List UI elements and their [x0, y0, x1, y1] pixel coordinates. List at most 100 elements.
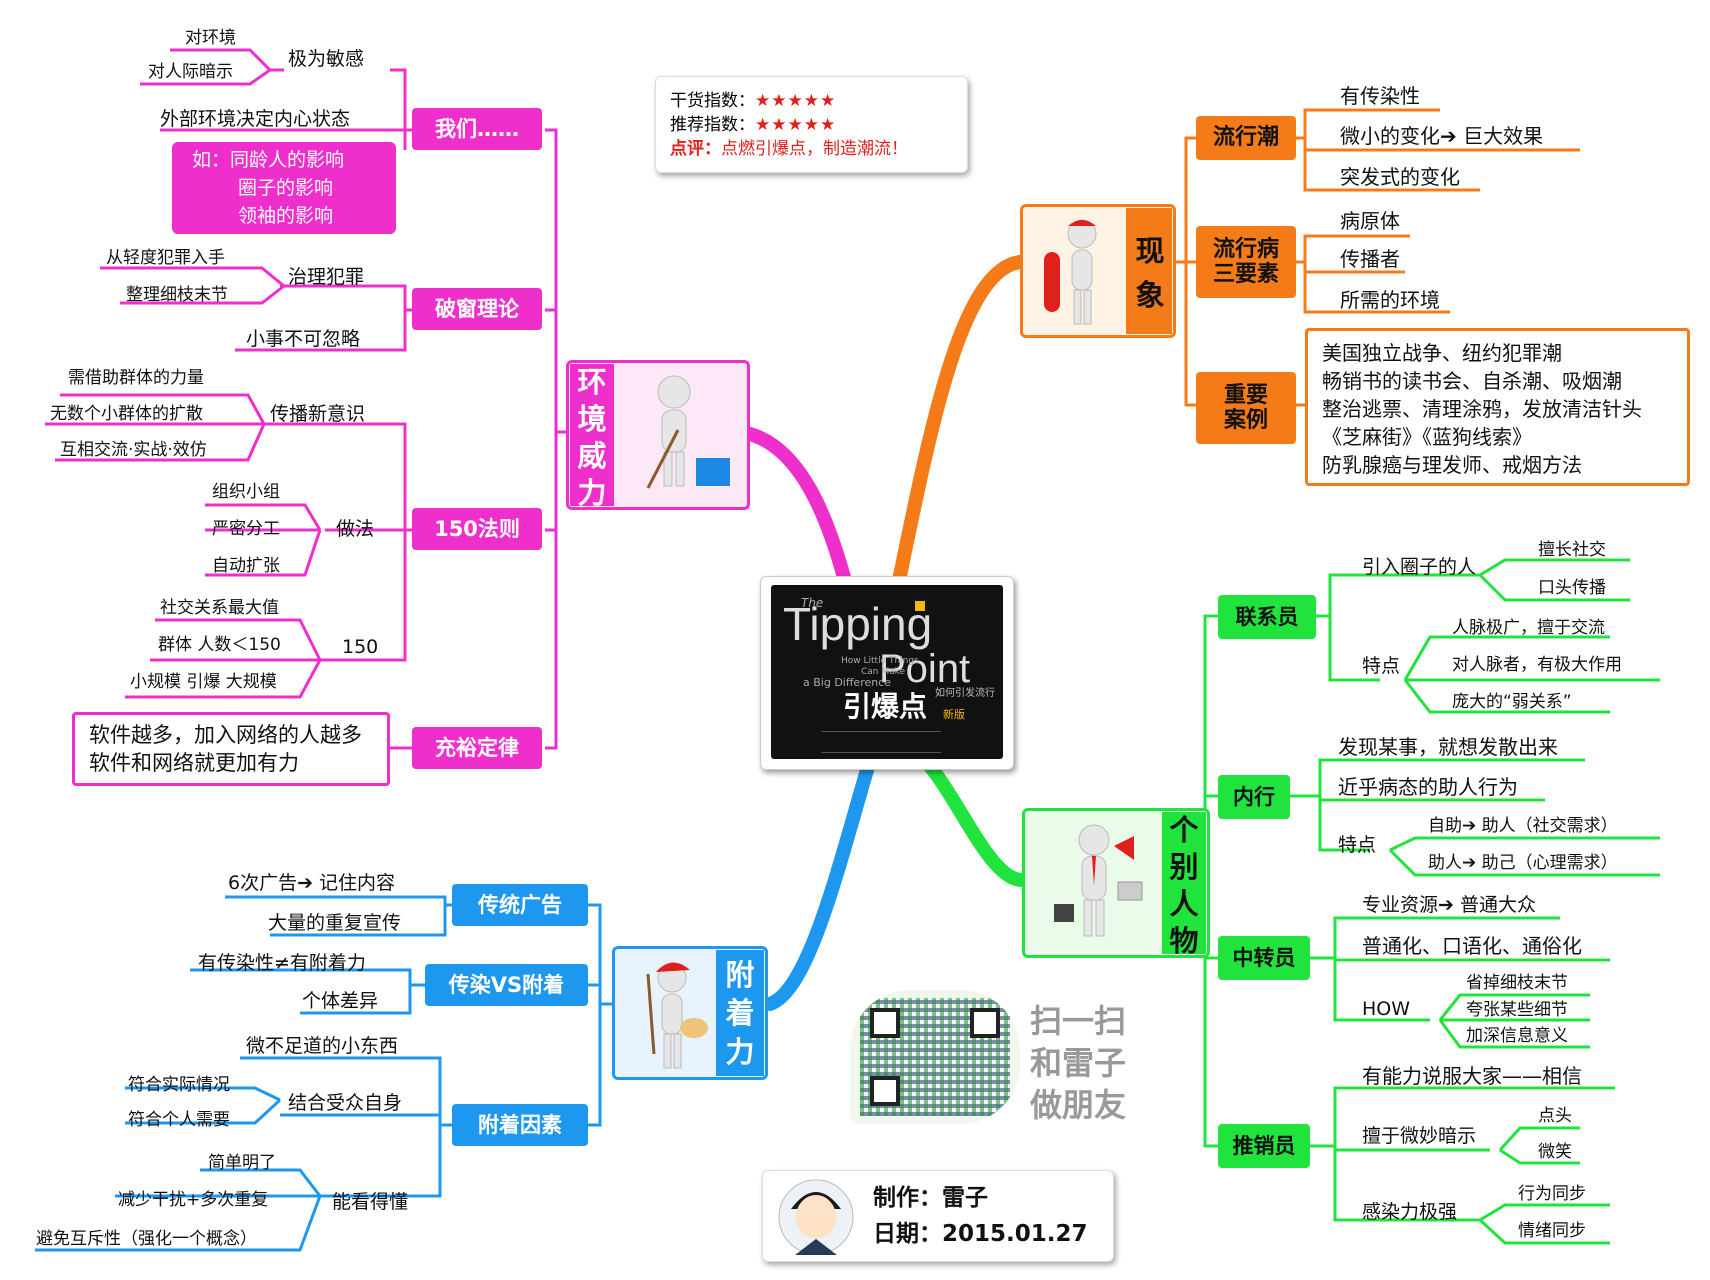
- node-relay[interactable]: 中转员: [1218, 936, 1310, 980]
- leaf-contagious: 有传染性: [1340, 84, 1420, 108]
- leaf-150: 150: [342, 636, 379, 658]
- node-salesman[interactable]: 推销员: [1218, 1124, 1310, 1168]
- node-contagion-vs-sticky[interactable]: 传染VS附着: [425, 964, 588, 1006]
- book-the: The: [801, 596, 824, 610]
- rating-box: 干货指数：★★★★★ 推荐指数：★★★★★ 点评：点燃引爆点，制造潮流！: [655, 76, 968, 173]
- qr-finder-1: [870, 1008, 900, 1038]
- center-book-cover: The Tipping Point How Little Things Can …: [760, 576, 1014, 770]
- note-cases: 美国独立战争、纽约犯罪潮 畅销书的读书会、自杀潮、吸烟潮 整治逃票、清理涂鸦，发…: [1305, 328, 1690, 486]
- leaf-spreader: 传播者: [1340, 247, 1400, 271]
- leaf-method: 做法: [336, 518, 375, 540]
- leaf-trim: 省掉细枝末节: [1466, 973, 1568, 993]
- leaf-pathogen: 病原体: [1340, 209, 1400, 233]
- leaf-smile: 微笑: [1538, 1142, 1572, 1162]
- leaf-six-ads: 6次广告➔ 记住内容: [228, 872, 396, 894]
- leaf-weak-ties: 庞大的“弱关系”: [1452, 692, 1572, 712]
- book-tagline-3: a Big Difference: [803, 676, 892, 689]
- book-cn-subtitle: 如何引发流行: [935, 688, 995, 699]
- node-cases[interactable]: 重要案例: [1196, 372, 1296, 444]
- book-cn-title: 引爆点: [843, 690, 928, 723]
- book-edition: 新版: [943, 708, 965, 721]
- person-label-strip: [1162, 812, 1206, 954]
- leaf-details: 整理细枝末节: [126, 285, 228, 305]
- branch-env: [733, 425, 857, 607]
- leaf-resources: 专业资源➔ 普通大众: [1362, 894, 1536, 916]
- leaf-group-power: 需借助群体的力量: [68, 368, 204, 388]
- env-label-strip: [570, 364, 614, 506]
- dot-accent: [915, 601, 925, 611]
- leaf-interact: 互相交流·实战·效仿: [60, 440, 207, 460]
- leaf-one-concept: 避免互斥性（强化一个概念）: [36, 1229, 257, 1249]
- rating-line-1: 干货指数：★★★★★: [670, 91, 837, 111]
- leaf-group-size: 群体 人数＜150: [158, 635, 281, 655]
- leaf-effect: 对人脉者，有极大作用: [1452, 655, 1622, 675]
- qr-code[interactable]: [850, 990, 1020, 1124]
- phen-label-strip: [1126, 208, 1172, 334]
- leaf-reality: 符合实际情况: [128, 1075, 230, 1095]
- leaf-to-hints: 对人际暗示: [148, 62, 233, 82]
- person-main-label: 个别人物: [1169, 813, 1199, 959]
- leaf-small-matters: 小事不可忽略: [246, 328, 361, 350]
- leaf-to-environment: 对环境: [185, 28, 236, 48]
- leaf-subtle-hints: 擅于微妙暗示: [1362, 1125, 1477, 1147]
- leaf-division: 严密分工: [212, 519, 280, 539]
- qr-finder-2: [970, 1008, 1000, 1038]
- node-we[interactable]: 我们……: [412, 108, 542, 150]
- leaf-helpful: 近乎病态的助人行为: [1338, 775, 1518, 799]
- figure-skateboard-icon: [1044, 219, 1097, 325]
- leaf-self-help: 自助➔ 助人（社交需求）: [1428, 816, 1618, 836]
- attach-label-strip: [716, 950, 764, 1076]
- book-cover-image: The Tipping Point How Little Things Can …: [771, 585, 1003, 759]
- leaf-introducer: 引入圈子的人: [1362, 556, 1477, 578]
- node-broken-window[interactable]: 破窗理论: [412, 288, 542, 330]
- node-trend[interactable]: 流行潮: [1196, 116, 1296, 160]
- qr-caption: 扫一扫 和雷子 做朋友: [1030, 1002, 1127, 1124]
- node-traditional-ad[interactable]: 传统广告: [452, 884, 588, 926]
- leaf-small-scale: 小规模 引爆 大规模: [130, 672, 277, 692]
- book-tagline-2: Can Make: [861, 667, 906, 677]
- leaf-network: 人脉极广，擅于交流: [1452, 618, 1605, 638]
- node-connector[interactable]: 联系员: [1218, 595, 1316, 639]
- book-tagline-1: How Little Things: [841, 656, 919, 666]
- credit-maker: 制作：雷子: [873, 1185, 988, 1211]
- leaf-repetition: 大量的重复宣传: [268, 912, 402, 934]
- leaf-trivial: 微不足道的小东西: [246, 1035, 399, 1057]
- node-maven[interactable]: 内行: [1218, 775, 1290, 819]
- leaf-infectious: 感染力极强: [1362, 1201, 1458, 1223]
- leaf-behavior-sync: 行为同步: [1518, 1184, 1586, 1204]
- branch-phen: [888, 255, 1027, 607]
- leaf-emotion-sync: 情绪同步: [1518, 1221, 1586, 1241]
- leaf-expand: 自动扩张: [212, 556, 280, 576]
- author-avatar: [778, 1179, 854, 1255]
- node-epidemic[interactable]: 流行病三要素: [1196, 226, 1296, 298]
- node-abundance[interactable]: 充裕定律: [412, 727, 542, 769]
- leaf-external-state: 外部环境决定内心状态: [160, 108, 351, 130]
- leaf-individual: 个体差异: [302, 990, 379, 1012]
- branch-person: [918, 753, 1029, 887]
- leaf-groups: 组织小组: [212, 482, 280, 502]
- leaf-nod: 点头: [1538, 1106, 1572, 1126]
- node-sticky-factors[interactable]: 附着因素: [452, 1104, 588, 1146]
- phen-main-label: 现象: [1135, 234, 1165, 312]
- leaf-deepen: 加深信息意义: [1466, 1026, 1568, 1046]
- leaf-audience: 结合受众自身: [288, 1092, 403, 1114]
- leaf-popularize: 普通化、口语化、通俗化: [1362, 934, 1582, 958]
- leaf-personal-needs: 符合个人需要: [128, 1110, 230, 1130]
- note-software: 软件越多，加入网络的人越多 软件和网络就更加有力: [72, 712, 390, 786]
- credit-date: 日期：2015.01.27: [873, 1221, 1088, 1247]
- book-author-lines: [821, 731, 941, 753]
- note-influence: 如：同龄人的影响 圈子的影响 领袖的影响: [172, 142, 396, 234]
- leaf-not-sticky: 有传染性≠有附着力: [198, 952, 366, 974]
- book-title-tipping: Tipping: [783, 598, 933, 650]
- rating-line-2: 推荐指数：★★★★★: [670, 115, 837, 135]
- node-rule-150[interactable]: 150法则: [412, 508, 542, 550]
- qr-finder-3: [870, 1076, 900, 1106]
- leaf-discover: 发现某事，就想发散出来: [1338, 735, 1558, 759]
- figure-megaphone-icon: [1054, 824, 1143, 937]
- leaf-small-groups: 无数个小群体的扩散: [50, 404, 203, 424]
- leaf-light-crime: 从轻度犯罪入手: [106, 248, 225, 268]
- book-title-point: Point: [879, 647, 971, 691]
- leaf-crime: 治理犯罪: [288, 266, 365, 288]
